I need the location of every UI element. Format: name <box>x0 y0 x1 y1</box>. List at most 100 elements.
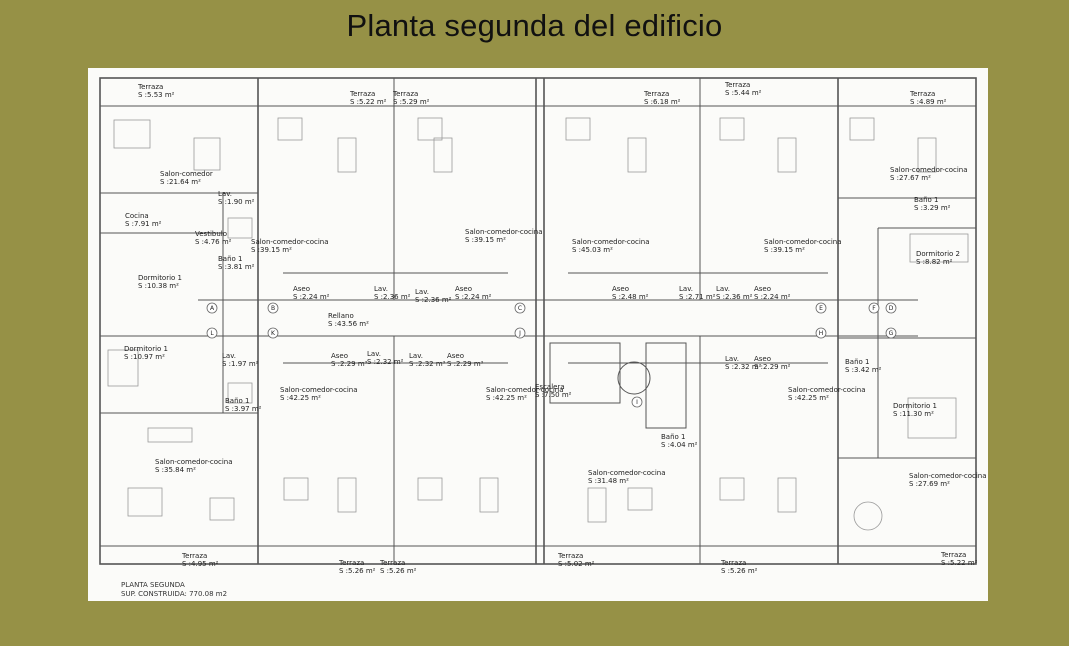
room-name: Aseo <box>447 352 464 360</box>
room-name: Terraza <box>940 551 966 559</box>
room-label: Baño 1S :3.81 m² <box>218 255 255 271</box>
room-name: Salon-comedor-cocina <box>155 458 233 466</box>
room-name: Dormitorio 1 <box>893 402 937 410</box>
room-area: S :5.29 m² <box>393 98 430 106</box>
room-area: S :35.84 m² <box>155 466 196 474</box>
room-label: Lav.S :2.71 m² <box>679 285 716 301</box>
room-area: S :42.25 m² <box>788 394 829 402</box>
room-name: Baño 1 <box>661 433 686 441</box>
room-name: Cocina <box>125 212 149 220</box>
room-label: Dormitorio 1S :10.97 m² <box>124 345 168 361</box>
room-name: Lav. <box>716 285 730 293</box>
room-area: S :39.15 m² <box>764 246 805 254</box>
grid-marker-label: J <box>518 330 521 337</box>
room-name: Baño 1 <box>218 255 243 263</box>
room-area: S :43.56 m² <box>328 320 369 328</box>
room-label: Dormitorio 1S :10.38 m² <box>138 274 182 290</box>
room-area: S :42.25 m² <box>486 394 527 402</box>
room-label: Lav.S :2.36 m² <box>415 288 452 304</box>
room-name: Aseo <box>293 285 310 293</box>
room-name: Vestibulo <box>195 230 227 238</box>
room-area: S :31.48 m² <box>588 477 629 485</box>
room-area: S :2.29 m² <box>447 360 484 368</box>
grid-marker-circle <box>267 302 279 314</box>
room-label: Lav.S :1.97 m² <box>222 352 259 368</box>
room-label: Baño 1S :3.42 m² <box>845 358 882 374</box>
room-name: Dormitorio 1 <box>138 274 182 282</box>
room-name: Aseo <box>754 285 771 293</box>
grid-marker-circle <box>514 327 526 339</box>
room-name: Lav. <box>374 285 388 293</box>
room-area: S :2.71 m² <box>679 293 716 301</box>
room-area: S :8.82 m² <box>916 258 953 266</box>
room-area: S :2.24 m² <box>455 293 492 301</box>
room-name: Salon-comedor-cocina <box>465 228 543 236</box>
room-area: S :3.42 m² <box>845 366 882 374</box>
room-name: Aseo <box>754 355 771 363</box>
room-label: Dormitorio 1S :11.30 m² <box>893 402 937 418</box>
room-area: S :2.32 m² <box>367 358 404 366</box>
room-name: Baño 1 <box>914 196 939 204</box>
room-area: S :39.15 m² <box>251 246 292 254</box>
grid-marker-circle <box>885 327 897 339</box>
room-name: Lav. <box>367 350 381 358</box>
room-area: S :3.29 m² <box>914 204 951 212</box>
room-label: Lav.S :2.36 m² <box>374 285 411 301</box>
room-area: S :45.03 m² <box>572 246 613 254</box>
grid-marker-label: H <box>819 330 824 337</box>
room-name: Salon-comedor-cocina <box>572 238 650 246</box>
room-name: Lav. <box>679 285 693 293</box>
grid-marker-circle <box>514 302 526 314</box>
room-name: Aseo <box>455 285 472 293</box>
room-name: Terraza <box>379 559 405 567</box>
room-area: S :3.97 m² <box>225 405 262 413</box>
room-name: Salon-comedor <box>160 170 213 178</box>
room-label: Lav.S :1.90 m² <box>218 190 255 206</box>
room-name: Terraza <box>338 559 364 567</box>
room-area: S :5.53 m² <box>138 91 175 99</box>
grid-marker-label: F <box>872 305 876 312</box>
furniture-hints <box>107 117 969 531</box>
room-area: S :2.29 m² <box>331 360 368 368</box>
grid-marker-circle <box>885 302 897 314</box>
room-area: S :2.24 m² <box>293 293 330 301</box>
room-name: Dormitorio 1 <box>124 345 168 353</box>
grid-marker-label: I <box>636 399 638 406</box>
room-name: Lav. <box>409 352 423 360</box>
room-area: S :42.25 m² <box>280 394 321 402</box>
grid-marker-label: K <box>271 330 276 337</box>
room-area: S :39.15 m² <box>465 236 506 244</box>
wall-lines <box>99 77 977 565</box>
room-name: Salon-comedor-cocina <box>909 472 987 480</box>
room-name: Lav. <box>725 355 739 363</box>
room-name: Salon-comedor-cocina <box>788 386 866 394</box>
room-name: Lav. <box>218 190 232 198</box>
room-name: Lav. <box>415 288 429 296</box>
room-label: Lav.S :2.32 m² <box>725 355 762 371</box>
room-name: Salon-comedor-cocina <box>251 238 329 246</box>
room-name: Terraza <box>909 90 935 98</box>
